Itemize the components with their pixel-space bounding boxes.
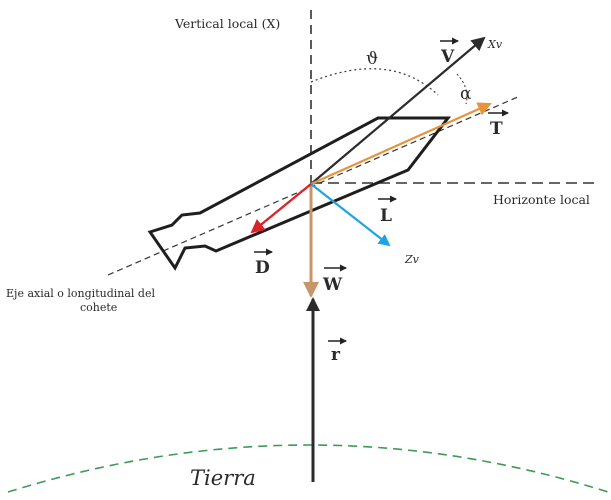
r-vector-symbol: r [328, 337, 347, 365]
theta-label: ϑ [366, 49, 378, 69]
svg-text:T: T [490, 119, 503, 139]
svg-text:L: L [380, 206, 392, 226]
d-vector-symbol: D [254, 248, 273, 278]
xv-label: Xv [487, 38, 503, 51]
w-vector-symbol: W [322, 264, 347, 295]
svg-text:V: V [440, 47, 455, 67]
theta-arc [310, 68, 439, 96]
alpha-label: α [460, 84, 472, 104]
horizonte-local-label: Horizonte local [493, 192, 590, 207]
l-vector-symbol: L [378, 195, 397, 226]
vertical-local-label: Vertical local (X) [174, 16, 280, 31]
svg-text:W: W [322, 275, 343, 295]
rocket-body [147, 116, 452, 271]
zv-label: Zv [404, 253, 420, 266]
earth-surface-arc [7, 444, 609, 493]
l-vector-arrow [310, 183, 391, 247]
v-vector-symbol: V [440, 37, 459, 67]
svg-text:D: D [255, 258, 270, 278]
t-vector-arrow [310, 102, 492, 186]
d-vector-arrow [250, 183, 312, 234]
eje-axial-label-line1: Eje axial o longitudinal del [6, 287, 155, 300]
v-vector-arrow [310, 36, 486, 185]
eje-axial-label-line2: cohete [80, 301, 117, 314]
t-vector-symbol: T [488, 109, 509, 139]
tierra-label: Tierra [190, 466, 256, 490]
svg-text:r: r [331, 345, 341, 365]
